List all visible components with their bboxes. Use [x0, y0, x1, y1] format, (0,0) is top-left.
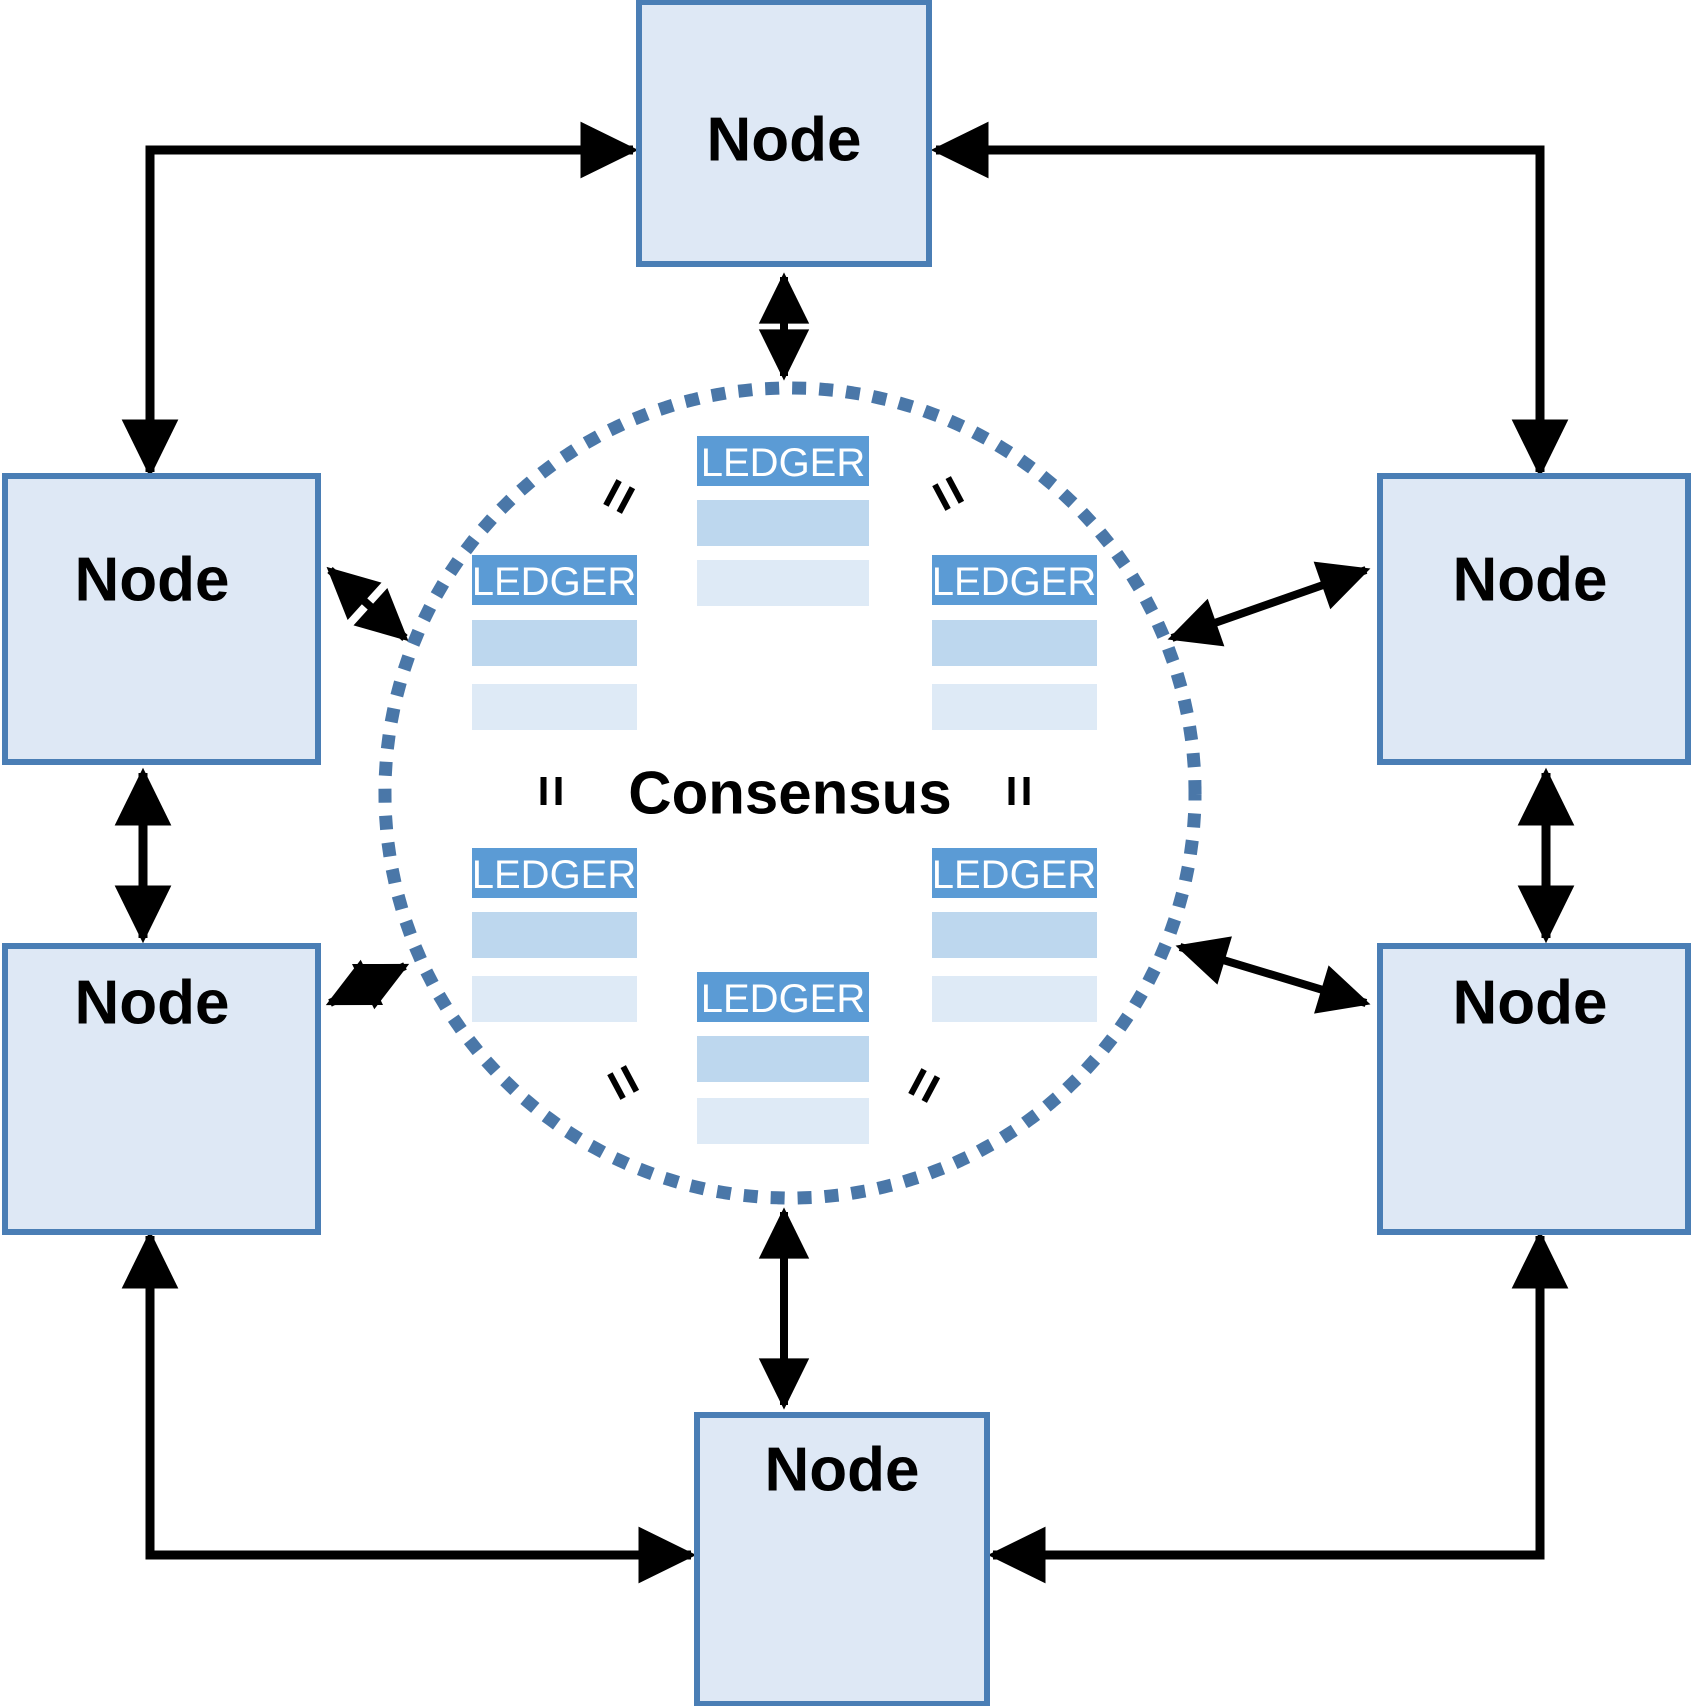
ledger-row-1	[932, 620, 1097, 666]
node-box[interactable]	[1377, 943, 1691, 1235]
conn-botleft-corner	[121, 1230, 697, 1584]
node-box[interactable]	[2, 943, 321, 1235]
equals-icon: =	[989, 775, 1052, 808]
ledger-header-bar	[932, 555, 1097, 605]
conn-leftupper-center	[326, 566, 409, 642]
conn-leftlower-center	[325, 959, 410, 1010]
node-box[interactable]	[1377, 473, 1691, 765]
ledger-label: LEDGER	[701, 441, 866, 485]
conn-topright-corner	[930, 121, 1569, 478]
ledger-label: LEDGER	[472, 853, 637, 897]
ledger-row-2	[932, 684, 1097, 730]
ledger-upper-left[interactable]: LEDGER	[472, 555, 637, 730]
node-right-lower[interactable]: Node	[1377, 943, 1691, 1235]
ledger-row-1	[472, 912, 637, 958]
ledger-header-bar	[697, 972, 869, 1022]
node-box[interactable]	[636, 0, 932, 267]
ledger-header-bar	[472, 555, 637, 605]
ledger-row-1	[697, 500, 869, 546]
ledger-label: LEDGER	[932, 560, 1097, 604]
connector-group-center	[325, 272, 1371, 1410]
ledger-label: LEDGER	[701, 977, 866, 1021]
ledger-label: LEDGER	[932, 853, 1097, 897]
node-label: Node	[1453, 546, 1608, 615]
node-bottom[interactable]: Node	[694, 1412, 990, 1706]
conn-rightupper-center	[1167, 561, 1371, 647]
conn-rightlower-center	[1175, 936, 1371, 1014]
ledger-row-1	[697, 1036, 869, 1082]
ledger-lower-right[interactable]: LEDGER	[932, 848, 1097, 1022]
node-box[interactable]	[694, 1412, 990, 1706]
ledger-header-bar	[697, 436, 869, 486]
ledger-label: LEDGER	[472, 560, 637, 604]
equals-icon: =	[914, 464, 985, 522]
ledger-row-2	[697, 560, 869, 606]
connector-group-outer	[114, 121, 1575, 1584]
node-left-upper[interactable]: Node	[2, 473, 321, 765]
node-label: Node	[1453, 969, 1608, 1038]
consensus-label: Consensus	[628, 760, 951, 827]
ledger-row-2	[472, 684, 637, 730]
ledger-lower-left[interactable]: LEDGER	[472, 848, 637, 1022]
equals-icon: =	[521, 775, 584, 808]
ledger-row-2	[932, 976, 1097, 1022]
ledger-row-2	[697, 1098, 869, 1144]
node-label: Node	[765, 1436, 920, 1505]
ledger-header-bar	[932, 848, 1097, 898]
node-label: Node	[75, 546, 230, 615]
ledger-top[interactable]: LEDGER	[697, 436, 869, 606]
conn-botright-corner	[987, 1230, 1569, 1584]
node-top[interactable]: Node	[636, 0, 932, 267]
node-label: Node	[75, 969, 230, 1038]
ledger-row-1	[472, 620, 637, 666]
ledger-upper-right[interactable]: LEDGER	[932, 555, 1097, 730]
ledger-row-2	[472, 976, 637, 1022]
ledger-bottom[interactable]: LEDGER	[697, 972, 869, 1144]
conn-topleft-corner	[121, 121, 639, 478]
equals-icon: =	[589, 1053, 660, 1111]
node-left-lower[interactable]: Node	[2, 943, 321, 1235]
equals-icon: =	[585, 468, 656, 526]
ledger-header-bar	[472, 848, 637, 898]
node-label: Node	[707, 106, 862, 175]
ledger-row-1	[932, 912, 1097, 958]
node-right-upper[interactable]: Node	[1377, 473, 1691, 765]
consensus-circle	[378, 381, 1202, 1205]
node-box[interactable]	[2, 473, 321, 765]
equals-icon: =	[890, 1057, 961, 1115]
